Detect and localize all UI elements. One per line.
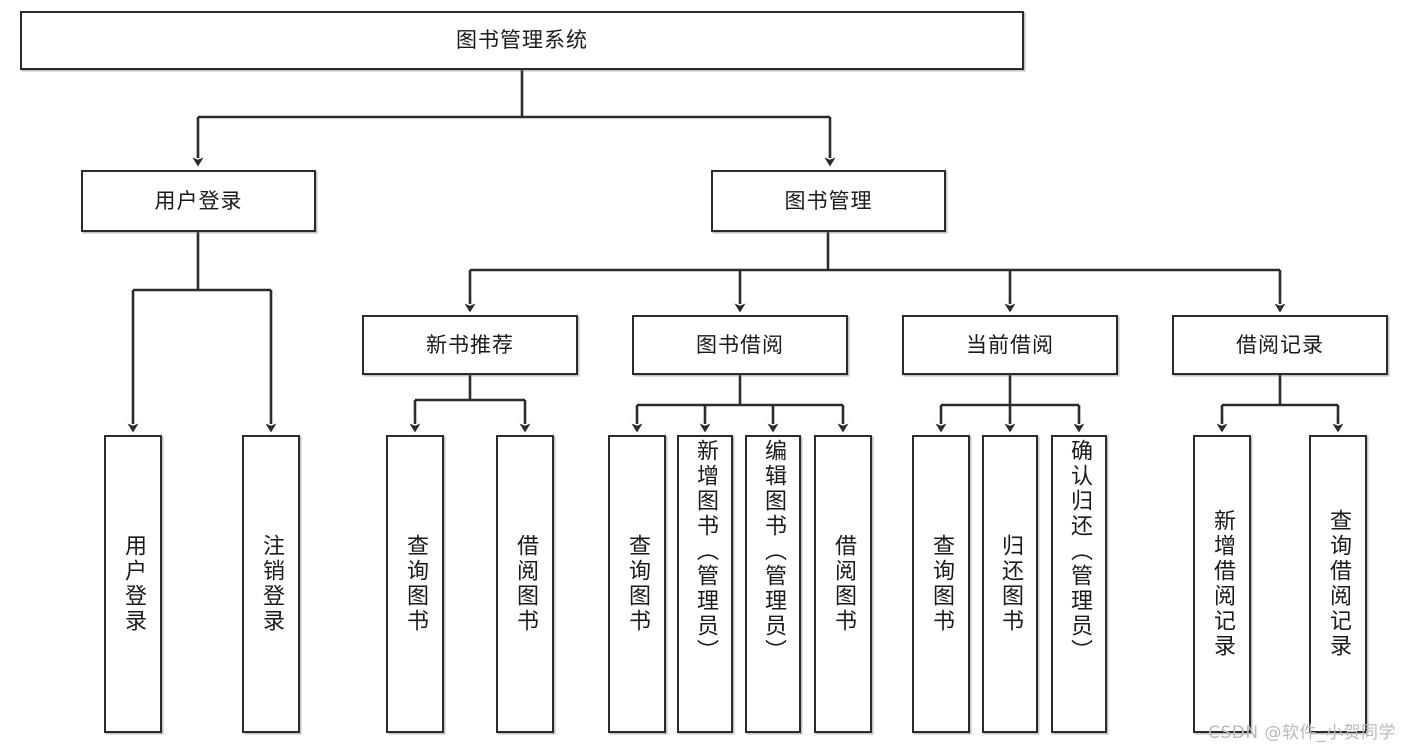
- node-label: 归还图书: [998, 534, 1023, 634]
- node-label: 注销登录: [259, 534, 284, 634]
- node-label: 借阅记录: [1236, 332, 1324, 357]
- leaf-logout[interactable]: 注销登录: [242, 435, 300, 733]
- leaf-query-borrow-record[interactable]: 查询借阅记录: [1309, 435, 1367, 733]
- node-label: 查询图书: [625, 534, 650, 634]
- node-label: 新书推荐: [426, 332, 514, 357]
- node-label: 查询借阅记录: [1326, 509, 1351, 659]
- node-label: 新增图书（管理员）: [693, 439, 718, 664]
- node-label: 确认归还（管理员）: [1067, 439, 1092, 664]
- watermark: CSDN @软件_小贺同学: [1208, 723, 1396, 743]
- node-label: 用户登录: [154, 188, 243, 213]
- leaf-query-book-borrow[interactable]: 查询图书: [608, 435, 666, 733]
- node-new-book-recommend[interactable]: 新书推荐: [362, 315, 578, 375]
- leaf-edit-book-admin[interactable]: 编辑图书（管理员）: [745, 435, 801, 733]
- node-label: 查询图书: [403, 534, 428, 634]
- node-user-login[interactable]: 用户登录: [81, 170, 316, 232]
- leaf-confirm-return-admin[interactable]: 确认归还（管理员）: [1051, 435, 1107, 733]
- leaf-user-login[interactable]: 用户登录: [104, 435, 162, 733]
- node-label: 图书管理: [784, 188, 873, 213]
- leaf-add-book-admin[interactable]: 新增图书（管理员）: [677, 435, 733, 733]
- node-label: 图书管理系统: [456, 28, 588, 53]
- node-root-book-management-system[interactable]: 图书管理系统: [20, 11, 1024, 70]
- leaf-borrow-book-recommend[interactable]: 借阅图书: [496, 435, 554, 733]
- leaf-query-book-recommend[interactable]: 查询图书: [386, 435, 444, 733]
- node-book-management[interactable]: 图书管理: [711, 170, 946, 232]
- node-current-borrow[interactable]: 当前借阅: [902, 315, 1118, 375]
- node-label: 借阅图书: [513, 534, 538, 634]
- node-label: 新增借阅记录: [1210, 509, 1235, 659]
- node-borrow-record[interactable]: 借阅记录: [1172, 315, 1388, 375]
- node-label: 当前借阅: [966, 332, 1054, 357]
- leaf-add-borrow-record[interactable]: 新增借阅记录: [1193, 435, 1251, 733]
- leaf-return-book[interactable]: 归还图书: [982, 435, 1038, 733]
- node-label: 用户登录: [121, 534, 146, 634]
- node-book-borrow[interactable]: 图书借阅: [632, 315, 848, 375]
- node-label: 图书借阅: [696, 332, 784, 357]
- leaf-borrow-book[interactable]: 借阅图书: [814, 435, 872, 733]
- node-label: 查询图书: [929, 534, 954, 634]
- leaf-query-book-current[interactable]: 查询图书: [912, 435, 970, 733]
- node-label: 编辑图书（管理员）: [761, 439, 786, 664]
- node-label: 借阅图书: [831, 534, 856, 634]
